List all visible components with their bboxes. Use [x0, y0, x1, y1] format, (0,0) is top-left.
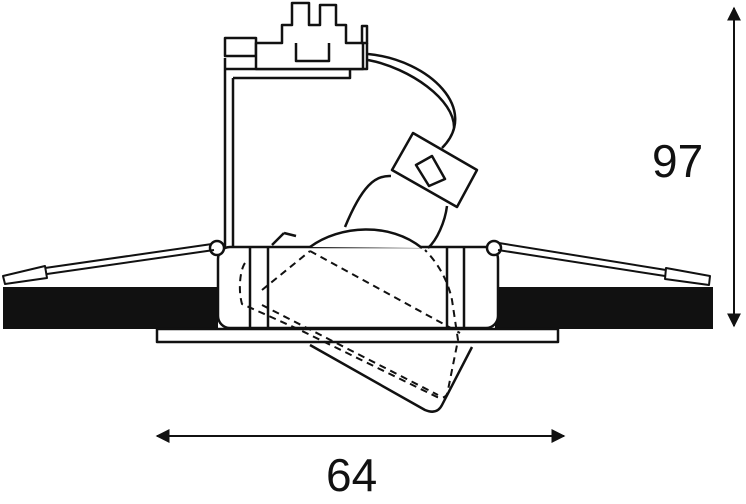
hidden-lines-dashed — [238, 249, 461, 399]
bezel-flange — [155, 327, 560, 344]
spring-arm-left — [2, 243, 215, 285]
ring-housing — [216, 245, 500, 330]
terminal-block — [223, 1, 369, 71]
spring-arm-right — [497, 242, 711, 286]
lamp-gimbal — [309, 174, 449, 249]
terminal-bracket — [223, 43, 369, 247]
tilted-reflector — [271, 231, 474, 413]
lamp-socket — [390, 131, 479, 209]
dimension-width-label: 64 — [326, 449, 378, 501]
ceiling-left — [3, 287, 218, 329]
dimension-height-label: 97 — [652, 135, 704, 187]
lamp-wires — [367, 52, 457, 149]
spring-pivot-right — [485, 239, 503, 257]
spring-pivot-left — [208, 239, 226, 257]
ceiling-right — [495, 287, 713, 329]
